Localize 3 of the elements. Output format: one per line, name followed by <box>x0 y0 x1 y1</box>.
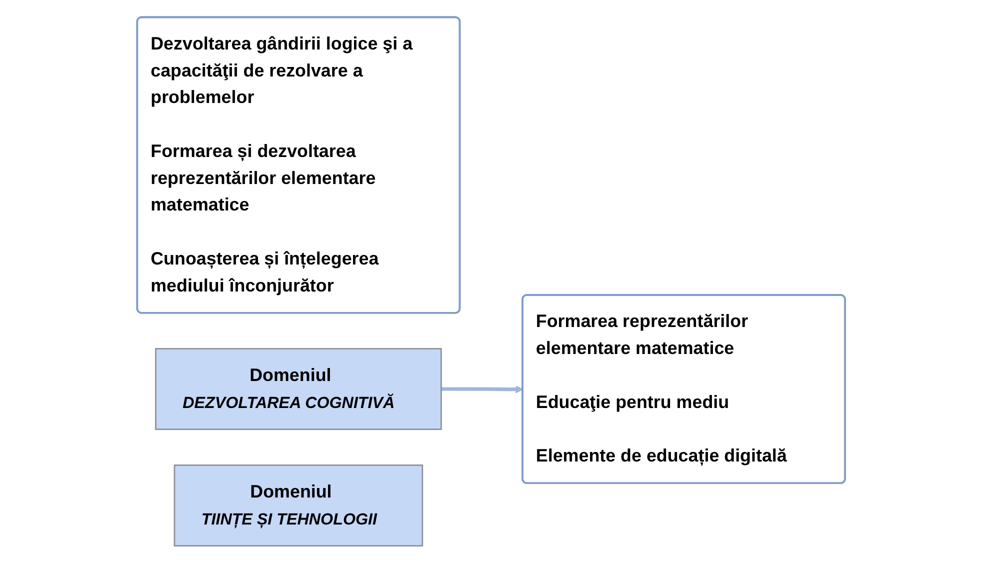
node-box <box>155 348 442 430</box>
node-box <box>174 464 424 546</box>
arrow <box>442 385 524 394</box>
